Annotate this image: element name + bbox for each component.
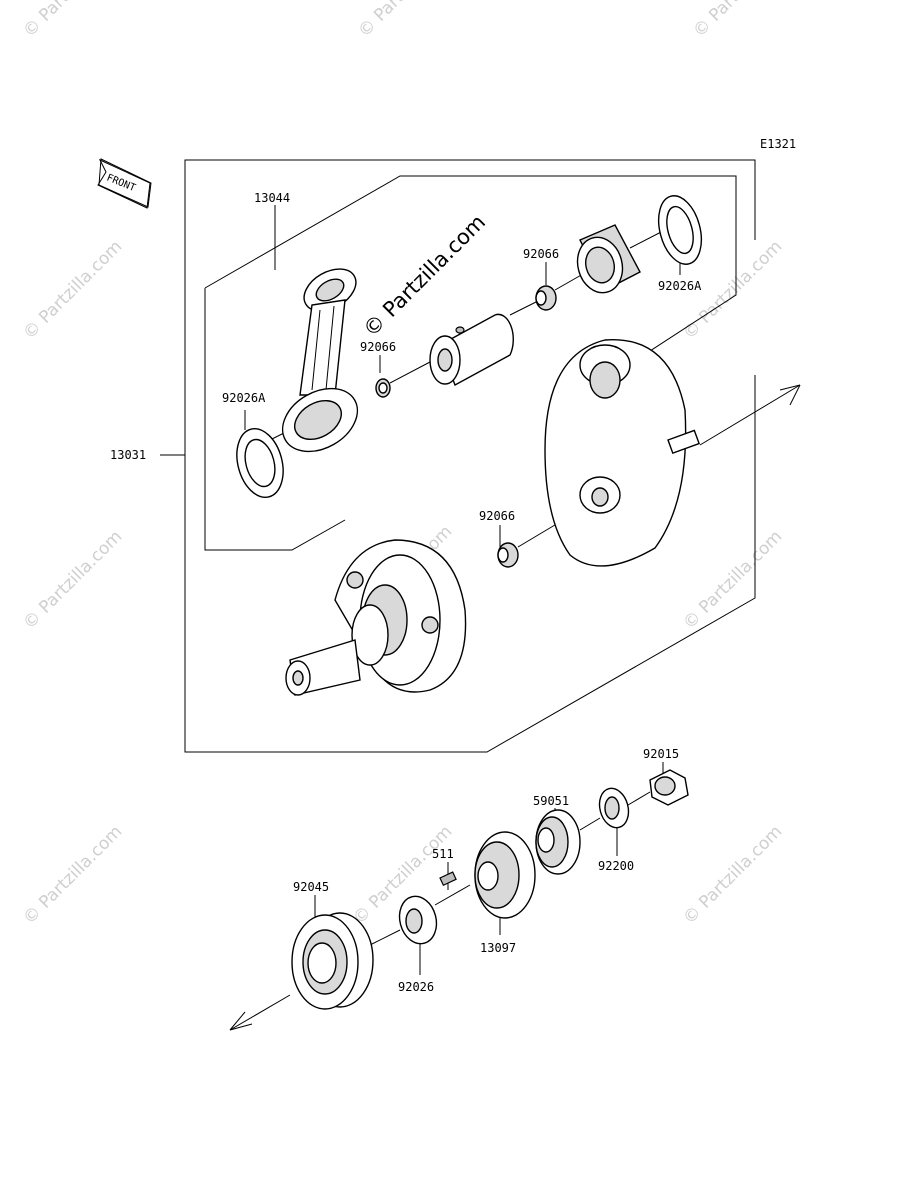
part-label: 92066 (360, 340, 396, 354)
hex-nut (649, 769, 689, 806)
watermark: © Partzilla.com (19, 237, 126, 344)
part-label: 13031 (110, 448, 146, 462)
crank-half-right (544, 339, 700, 567)
part-labels: 13044 13031 92066 92026A 92066 92026A 92… (110, 191, 702, 994)
part-label: 92066 (523, 247, 559, 261)
watermark: © Partzilla.com (679, 822, 786, 929)
watermark: © Partzilla.com (19, 822, 126, 929)
bushing-lower (497, 542, 519, 568)
part-label: 511 (432, 847, 454, 861)
part-label: 92026A (658, 279, 702, 293)
needle-bearing (576, 224, 641, 294)
watermark: © Partzilla.com (19, 527, 126, 634)
watermark: © Partzilla.com (354, 0, 461, 42)
gear-13097 (474, 831, 536, 919)
connecting-rod (281, 268, 359, 453)
thrust-washer (398, 895, 438, 945)
outer-assembly-box (184, 159, 756, 753)
front-arrow-icon: FRONT (97, 158, 152, 209)
woodruff-key (439, 871, 457, 887)
crank-pin (429, 313, 514, 387)
watermark: © Partzilla.com (679, 527, 786, 634)
part-label: 92026 (398, 980, 434, 994)
thrust-washer-right (657, 195, 703, 265)
thrust-washer-left (236, 428, 284, 498)
watermark: © Partzilla.com (19, 0, 126, 42)
axis-lines (229, 229, 801, 1031)
watermark-dark: © Partzilla.com (359, 210, 491, 342)
watermark: © Partzilla.com (689, 0, 796, 42)
bushing-upper (535, 285, 557, 311)
diagram-code: E1321 (760, 137, 796, 151)
part-label: 92066 (479, 509, 515, 523)
ball-bearing (291, 912, 374, 1010)
crank-half-left (285, 539, 467, 696)
part-label: 59051 (533, 794, 569, 808)
bushing-small (375, 378, 391, 398)
lock-washer (598, 787, 630, 829)
part-label: 13044 (254, 191, 290, 205)
part-label: 92200 (598, 859, 634, 873)
part-label: 92015 (643, 747, 679, 761)
gear-59051 (535, 809, 581, 875)
part-label: 13097 (480, 941, 516, 955)
part-label: 92026A (222, 391, 266, 405)
part-label: 92045 (293, 880, 329, 894)
